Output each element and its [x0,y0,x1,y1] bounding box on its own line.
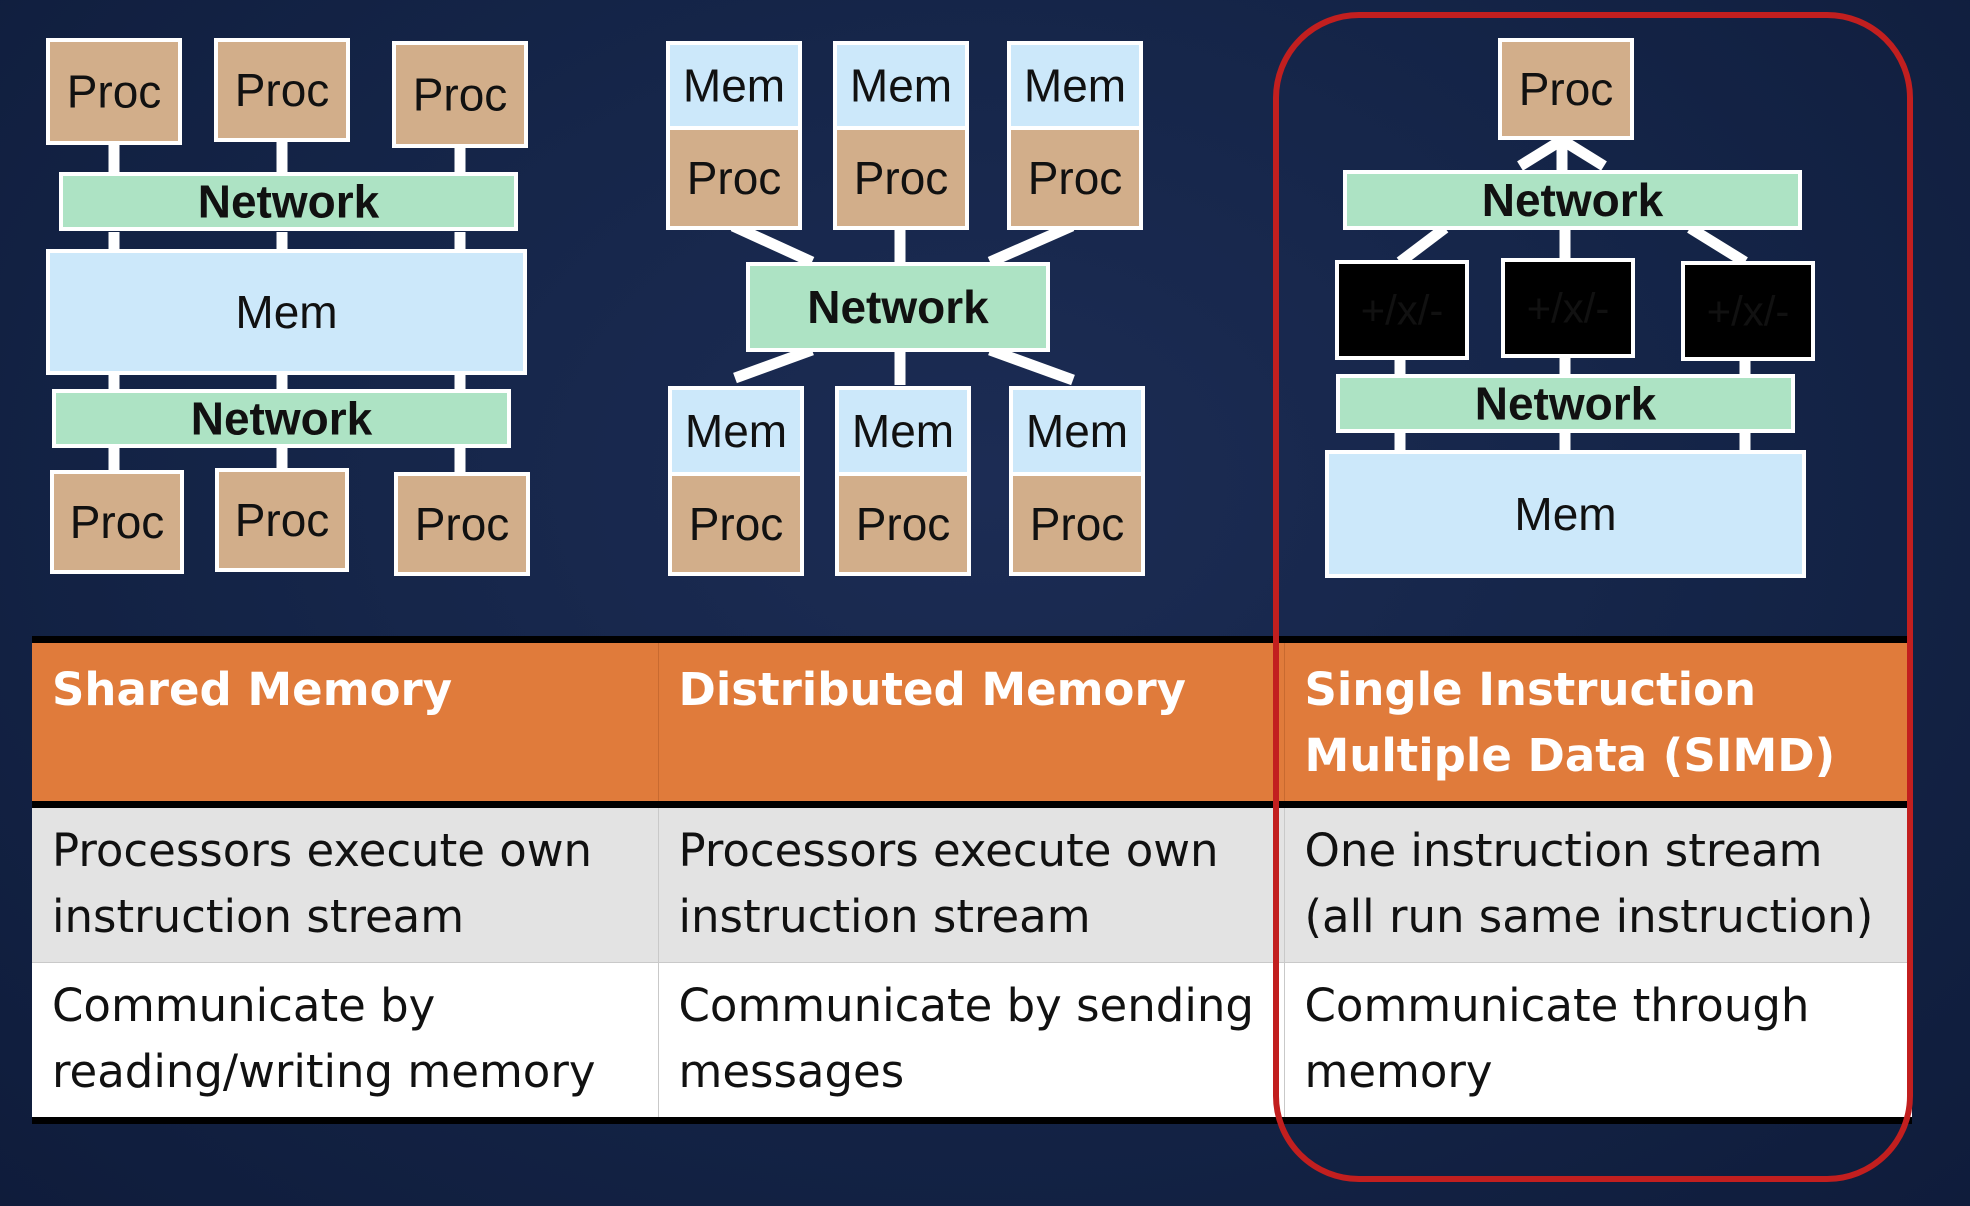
dist-bottom-proc-1-label: Proc [689,498,784,550]
simd-proc: Proc [1498,38,1634,140]
header-simd: Single Instruction Multiple Data (SIMD) [1283,636,1912,808]
dist-top-mem-1: Mem [666,41,802,130]
header-distributed-memory: Distributed Memory [657,636,1284,808]
dist-bottom-mem-1: Mem [668,386,804,476]
dist-top-proc-1-label: Proc [687,152,782,204]
dist-network-label: Network [807,281,989,333]
shared-top-proc-3: Proc [392,41,528,148]
simd-alu-2: +/x/- [1501,258,1635,358]
simd-alu-1: +/x/- [1335,260,1469,360]
shared-network-bottom-label: Network [191,393,373,445]
table-row-communication: Communicate by reading/writing memory Co… [32,962,1912,1124]
dist-top-mem-2-label: Mem [850,60,952,112]
shared-bottom-proc-3-label: Proc [415,498,510,550]
cell-distributed-execution: Processors execute own instruction strea… [657,804,1284,963]
dist-bottom-proc-1: Proc [668,472,804,576]
table-row-execution: Processors execute own instruction strea… [32,804,1912,963]
simd-alu-1-label: +/x/- [1361,287,1444,334]
dist-top-mem-1-label: Mem [683,60,785,112]
dist-bottom-mem-1-label: Mem [685,405,787,457]
shared-mem-label: Mem [235,286,337,338]
shared-bottom-proc-1: Proc [50,470,184,574]
dist-top-mem-3: Mem [1007,41,1143,130]
dist-top-proc-3: Proc [1007,126,1143,230]
comparison-table: Shared Memory Distributed Memory Single … [32,636,1912,1124]
shared-bottom-proc-3: Proc [394,472,530,576]
simd-network-bottom-label: Network [1475,378,1657,430]
link-line [1559,135,1607,171]
shared-bottom-proc-2-label: Proc [235,494,330,546]
cell-simd-communication: Communicate through memory [1283,962,1912,1124]
dist-bottom-proc-2-label: Proc [856,498,951,550]
link-line [987,220,1075,268]
link-line [1517,135,1565,171]
dist-top-proc-2-label: Proc [854,152,949,204]
shared-network-bottom: Network [52,389,511,448]
dist-bottom-proc-2: Proc [835,472,971,576]
shared-bottom-proc-2: Proc [215,468,349,572]
cell-shared-execution: Processors execute own instruction strea… [32,804,658,963]
simd-network-top-label: Network [1482,174,1664,226]
dist-top-proc-1: Proc [666,126,802,230]
dist-bottom-mem-2: Mem [835,386,971,476]
shared-top-proc-1-label: Proc [67,66,162,118]
table-header-row: Shared Memory Distributed Memory Single … [32,636,1912,808]
dist-bottom-proc-3-label: Proc [1030,498,1125,550]
dist-top-mem-3-label: Mem [1024,60,1126,112]
simd-mem-label: Mem [1514,488,1616,540]
link-line [1396,223,1449,267]
shared-top-proc-2: Proc [214,38,350,142]
dist-top-proc-3-label: Proc [1028,152,1123,204]
cell-shared-communication: Communicate by reading/writing memory [32,962,658,1124]
link-line [733,344,814,384]
dist-bottom-mem-2-label: Mem [852,405,954,457]
shared-bottom-proc-1-label: Proc [70,496,165,548]
link-line [988,344,1075,386]
simd-alu-3-label: +/x/- [1707,288,1790,335]
simd-proc-label: Proc [1519,63,1614,115]
dist-bottom-mem-3-label: Mem [1026,405,1128,457]
shared-top-proc-3-label: Proc [413,69,508,121]
shared-mem: Mem [46,249,527,375]
dist-bottom-mem-3: Mem [1009,386,1145,476]
shared-network-top-label: Network [198,176,380,228]
simd-alu-2-label: +/x/- [1527,285,1610,332]
header-shared-memory: Shared Memory [32,636,658,808]
cell-distributed-communication: Communicate by sending messages [657,962,1284,1124]
shared-top-proc-2-label: Proc [235,64,330,116]
cell-simd-execution: One instruction stream (all run same ins… [1283,804,1912,963]
simd-network-bottom: Network [1336,374,1795,433]
dist-top-proc-2: Proc [833,126,969,230]
dist-network: Network [746,262,1050,352]
link-line [730,220,815,268]
dist-top-mem-2: Mem [833,41,969,130]
shared-network-top: Network [59,172,518,231]
shared-top-proc-1: Proc [46,38,182,145]
dist-bottom-proc-3: Proc [1009,472,1145,576]
simd-mem: Mem [1325,450,1806,578]
link-line [1687,223,1748,267]
simd-alu-3: +/x/- [1681,261,1815,361]
simd-network-top: Network [1343,170,1802,230]
